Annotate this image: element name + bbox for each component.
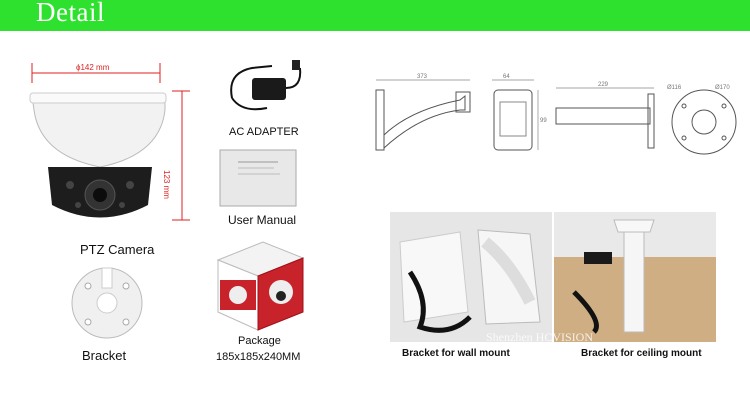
- wall-length-dimension: 373: [417, 74, 428, 80]
- ptz-camera-caption: PTZ Camera: [80, 242, 155, 257]
- ceiling-bracket-plate-drawing: [671, 89, 737, 155]
- ceiling-dimension-a: Ø116: [667, 85, 682, 91]
- ac-adapter-caption: AC ADAPTER: [229, 126, 299, 138]
- camera-height-dimension: 123 mm: [162, 170, 171, 199]
- bracket-illustration: [71, 267, 143, 339]
- wall-width-dimension: 64: [503, 74, 510, 80]
- wall-mount-caption: Bracket for wall mount: [402, 348, 510, 359]
- header-banner: Detail: [0, 0, 750, 31]
- user-manual-caption: User Manual: [228, 213, 297, 227]
- package-illustration: [216, 241, 305, 331]
- ceiling-mount-photo: [554, 212, 716, 342]
- ac-adapter-illustration: [230, 60, 302, 111]
- package-caption: Package: [238, 335, 281, 347]
- user-manual-illustration: [219, 149, 297, 207]
- wall-mount-photo: [390, 212, 552, 342]
- wall-bracket-side-drawing: [375, 79, 471, 151]
- bracket-caption: Bracket: [82, 348, 127, 363]
- page-title: Detail: [36, 0, 105, 27]
- ptz-camera-illustration: [29, 63, 190, 221]
- watermark: Shenzhen HCVISION: [486, 330, 593, 344]
- camera-width-dimension: ϕ142 mm: [76, 63, 110, 72]
- ceiling-length-dimension: 229: [598, 82, 609, 88]
- package-size: 185x185x240MM: [216, 351, 301, 363]
- wall-height-dimension: 99: [540, 118, 547, 124]
- wall-bracket-front-drawing: [492, 79, 539, 151]
- ceiling-bracket-side-drawing: [555, 87, 655, 149]
- ceiling-dimension-b: Ø170: [715, 85, 730, 91]
- ceiling-mount-caption: Bracket for ceiling mount: [581, 348, 702, 359]
